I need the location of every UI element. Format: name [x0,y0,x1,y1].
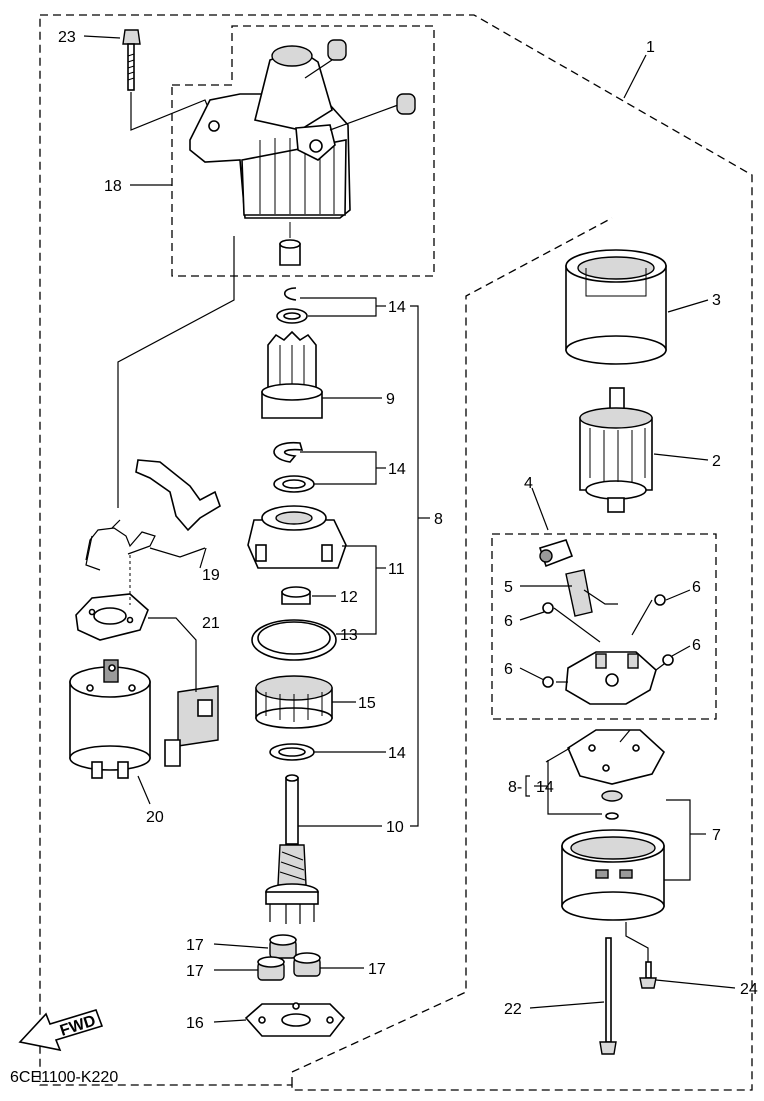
callout-2: 2 [712,453,721,470]
callout-19: 19 [202,567,220,584]
callout-8: 8 [434,511,443,528]
part-10-shaft [265,774,319,924]
callout-5: 5 [504,579,513,596]
callout-14a: 14 [388,299,406,316]
callout-4: 4 [524,475,533,492]
callout-6c: 6 [692,637,701,654]
callout-8-group: 8- [508,779,522,796]
part-24-screw [625,922,657,989]
fwd-arrow-icon [18,1009,104,1052]
part-6-brush-springs [542,594,674,688]
part-17-gears [257,934,321,981]
callout-17a: 17 [186,937,204,954]
callout-3: 3 [712,292,721,309]
motor-subassembly-box [171,25,435,277]
callout-14b: 14 [388,461,406,478]
part-4-brush-plate [556,651,665,705]
callout-14c: 14 [388,745,406,762]
part-16-plate [244,1002,346,1037]
group-bracket-8 [525,775,530,797]
part-11-cover [247,505,347,569]
callout-20: 20 [146,809,164,826]
part-14-clip-washer-2 [273,441,315,493]
callout-13: 13 [340,627,358,644]
part-8-end-plate [566,729,666,785]
part-23-bolt [122,29,211,131]
callout-18: 18 [104,178,122,195]
callout-17b: 17 [186,963,204,980]
part-22-through-bolt [599,937,617,1055]
callout-17c: 17 [368,961,386,978]
part-12-bushing [281,586,311,605]
callout-labels: 1 2 3 4 5 6 6 6 6 7 8 8- 9 10 11 12 13 1… [58,29,758,1032]
callout-21: 21 [202,615,220,632]
part-18-motor-housing [189,39,416,266]
callout-16: 16 [186,1015,204,1032]
callout-11: 11 [388,561,405,578]
assembly-boundary [39,14,753,1091]
callout-23: 23 [58,29,76,46]
callout-7: 7 [712,827,721,844]
callout-6d: 6 [504,661,513,678]
callout-24: 24 [740,981,758,998]
leader-motor-to-19 [117,236,235,508]
part-21-gasket [75,555,149,641]
part-14-clip-washer [276,287,308,324]
callout-1: 1 [646,39,655,56]
part-9-pinion [261,330,323,419]
callout-6a: 6 [692,579,701,596]
diagram-code: 6CE1100-K220 [10,1069,118,1086]
callout-12: 12 [340,589,358,606]
part-20-solenoid [69,659,151,779]
part-13-ring [251,619,337,661]
assembly-boundary-inner [291,217,613,1085]
callout-6b: 6 [504,613,513,630]
leader-lines [83,35,736,1023]
fwd-direction-badge: FWD [18,1009,104,1052]
part-2-armature [579,387,653,513]
part-5-brush [538,539,618,617]
callout-15: 15 [358,695,376,712]
part-7-end-cover [561,829,665,921]
part-15-ring-gear [255,675,333,729]
part-14-bushing-right [601,790,623,820]
part-3-yoke [565,249,667,365]
callout-9: 9 [386,391,395,408]
fwd-label: FWD [58,1012,98,1039]
part-14-washer-3 [269,743,315,761]
callout-10: 10 [386,819,404,836]
part-19-lever [85,459,221,571]
brush-holder-box [491,533,717,720]
part-21-bracket [164,685,219,767]
callout-14d: 14 [536,779,554,796]
callout-22: 22 [504,1001,522,1018]
